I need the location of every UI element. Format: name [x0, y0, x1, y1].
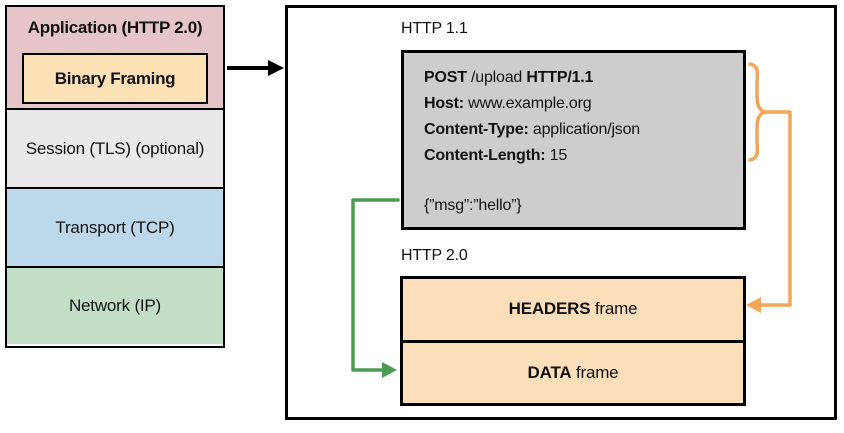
layer-session: Session (TLS) (optional) — [7, 108, 223, 187]
protocol-stack: Application (HTTP 2.0) Binary Framing Se… — [5, 5, 225, 348]
layer-network-label: Network (IP) — [68, 296, 162, 315]
request-body: {”msg”:”hello”} — [424, 197, 522, 214]
layer-binary-framing: Binary Framing — [22, 53, 208, 104]
http11-request-box: POST /upload HTTP/1.1 Host: www.example.… — [401, 50, 746, 230]
layer-network: Network (IP) — [7, 266, 223, 344]
layer-session-label: Session (TLS) (optional) — [25, 138, 205, 158]
request-line: POST /upload HTTP/1.1 — [424, 69, 594, 86]
layer-transport: Transport (TCP) — [7, 187, 223, 266]
headers-frame: HEADERS frame — [403, 279, 743, 340]
request-line: Content-Type: application/json — [424, 121, 640, 138]
layer-application-label: Application (HTTP 2.0) — [27, 18, 203, 37]
layer-binary-framing-label: Binary Framing — [54, 68, 176, 88]
http2-frames-box: HEADERS frame DATA frame — [400, 276, 746, 406]
request-line: Host: www.example.org — [424, 95, 592, 112]
layer-application: Application (HTTP 2.0) Binary Framing — [7, 7, 223, 108]
layer-transport-label: Transport (TCP) — [55, 217, 175, 237]
http20-label: HTTP 2.0 — [401, 247, 468, 264]
stack-to-detail-arrowhead — [268, 60, 284, 76]
http11-label: HTTP 1.1 — [401, 20, 468, 37]
request-line: Content-Length: 15 — [424, 147, 568, 164]
detail-panel: HTTP 1.1 POST /upload HTTP/1.1 Host: www… — [285, 5, 837, 420]
data-frame: DATA frame — [403, 339, 743, 403]
